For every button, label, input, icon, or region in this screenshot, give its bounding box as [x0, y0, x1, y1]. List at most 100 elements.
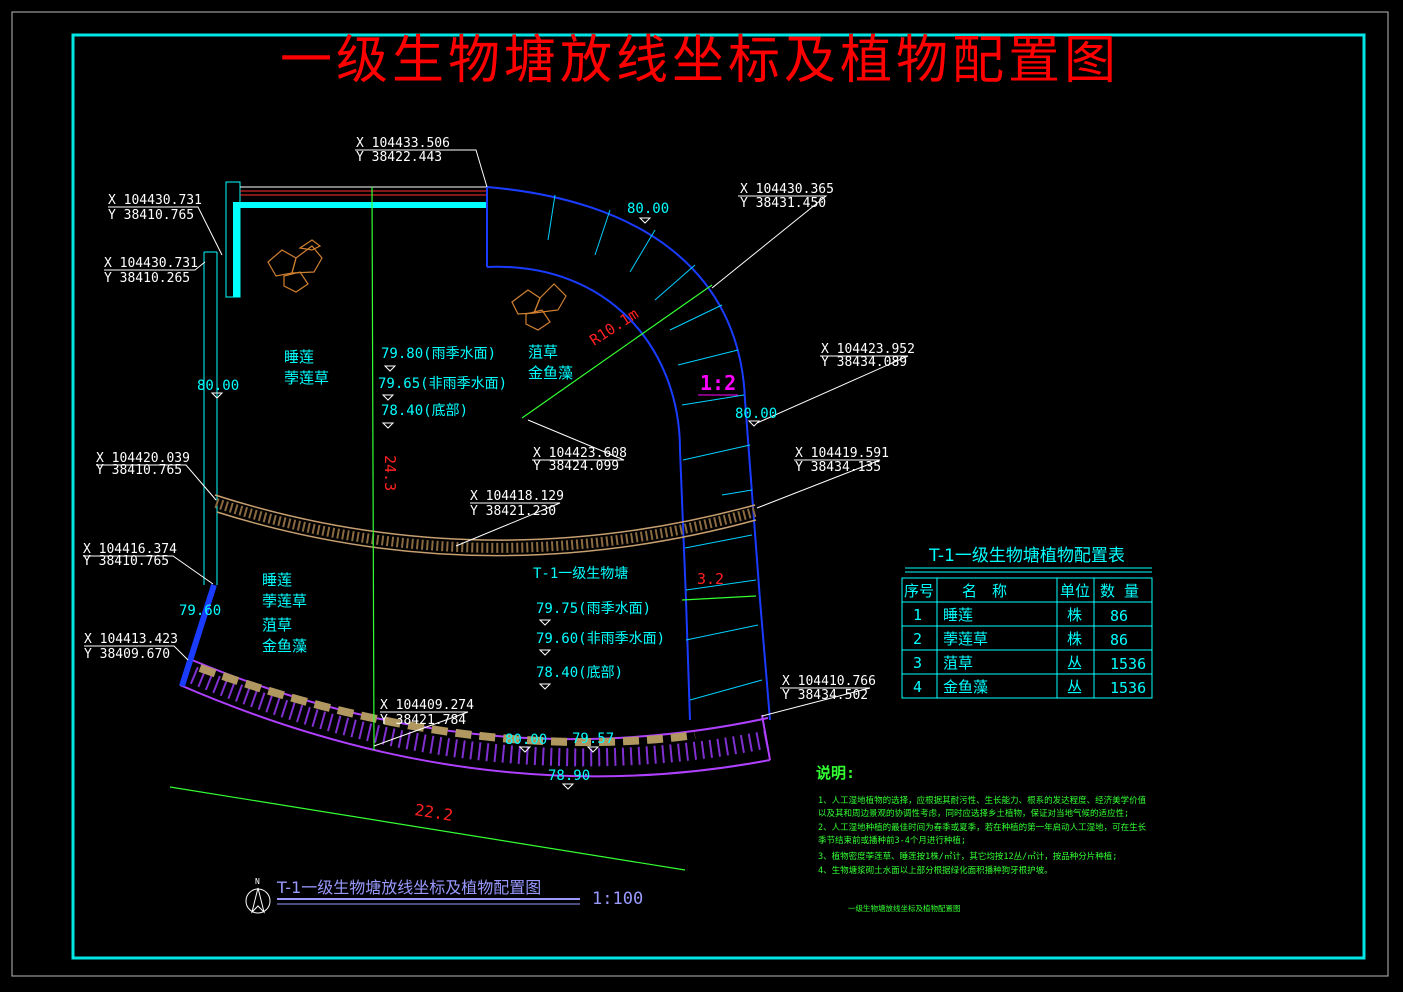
pond-outline	[179, 181, 771, 778]
bottom-curve-outer	[179, 684, 771, 778]
table-cell: 2	[913, 630, 922, 648]
coord-y: Y 38409.670	[84, 647, 170, 662]
notes-block: 说明: 1、人工湿地植物的选择，应根据其耐污性、生长能力、根系的发达程度、经济美…	[816, 764, 1147, 913]
plant-table-text: 序号 名 称 单位 数 量 1 睡莲 株 86 2 荸莲草 株 86 3 菹草 …	[904, 582, 1146, 697]
coord-x: X 104430.731	[108, 193, 202, 208]
coord-x: X 104409.274	[380, 698, 474, 713]
upper-pond-labels: 79.80(雨季水面) 79.65(非雨季水面) 78.40(底部) 睡莲 荸莲…	[284, 343, 573, 419]
lower-plant: 金鱼藻	[262, 637, 307, 655]
elev-bottom-1: 80.00	[505, 732, 547, 748]
coord-x: X 104419.591	[795, 446, 889, 461]
separator-dike-fill	[214, 498, 757, 553]
coord-x: X 104423.952	[821, 342, 915, 357]
elev-bottom-3: 78.90	[548, 768, 590, 784]
vertical-dim-line	[371, 186, 375, 751]
width-dim-line	[681, 595, 757, 601]
coord-x: X 104410.766	[782, 674, 876, 689]
separator-dike-bottom	[216, 511, 757, 557]
caption-title: T-1一级生物塘放线坐标及植物配置图	[276, 878, 541, 897]
rock-cluster-1	[267, 239, 323, 293]
inner-border	[71, 33, 1366, 960]
table-cell: 1536	[1110, 679, 1146, 697]
radius-label: R10.1m	[586, 305, 641, 350]
coord-x: X 104418.129	[470, 489, 564, 504]
lower-pond-name: T-1一级生物塘	[533, 566, 628, 582]
table-cell: 86	[1110, 607, 1128, 625]
upper-dry-level: 79.65(非雨季水面)	[378, 376, 507, 392]
bottom-bench	[198, 664, 696, 747]
slope-label: 1:2	[700, 371, 736, 395]
coord-y: Y 38410.265	[104, 271, 190, 286]
elevation-markers	[210, 217, 761, 790]
upper-plant: 睡莲	[284, 348, 314, 366]
north-letter: N	[255, 877, 260, 886]
table-cell: 丛	[1067, 678, 1082, 696]
upper-plant: 荸莲草	[284, 369, 329, 387]
coord-y: Y 38424.099	[533, 459, 619, 474]
coord-x: X 104433.506	[356, 136, 450, 151]
inner-curve	[486, 265, 691, 721]
upper-plant: 菹草	[528, 343, 558, 361]
bottom-curve-hatch	[182, 663, 771, 767]
lower-wet-level: 79.75(雨季水面)	[536, 601, 651, 617]
coord-x: X 104420.039	[96, 451, 190, 466]
notes-line: 2、人工湿地种植的最佳时间为春季或夏季，若在种植的第一年启动人工湿地，可在生长	[818, 822, 1147, 833]
coord-y: Y 38434.089	[821, 355, 907, 370]
coord-y: Y 38431.450	[740, 196, 826, 211]
table-cell: 1536	[1110, 655, 1146, 673]
upper-plant: 金鱼藻	[528, 364, 573, 382]
coord-y: Y 38421.784	[380, 713, 466, 728]
notes-line: 3、植物密度荸莲草、睡莲按1株/㎡计，其它均按12丛/㎡计，按品种分片种植;	[818, 851, 1117, 862]
notes-line: 以及其和周边景观的协调性考虑，同时应选择乡土植物，保证对当地气候的适应性;	[818, 808, 1129, 819]
plant-table-title: T-1一级生物塘植物配置表	[928, 546, 1125, 566]
table-cell: 金鱼藻	[943, 678, 988, 696]
lower-plant: 睡莲	[262, 571, 292, 589]
notes-footer: 一级生物塘放线坐标及植物配置图	[848, 903, 961, 913]
coord-y: Y 38434.135	[795, 460, 881, 475]
table-cell: 86	[1110, 631, 1128, 649]
lower-plant: 荸莲草	[262, 592, 307, 610]
lower-dry-level: 79.60(非雨季水面)	[536, 631, 665, 647]
coord-x: X 104423.608	[533, 446, 627, 461]
table-cell: 3	[913, 654, 922, 672]
lower-plant: 菹草	[262, 616, 292, 634]
table-header: 数 量	[1100, 582, 1139, 600]
elev-left-low: 79.60	[179, 603, 221, 619]
coord-x: X 104430.365	[740, 182, 834, 197]
table-cell: 1	[913, 606, 922, 624]
base-dim-label: 22.2	[413, 800, 454, 825]
main-title: 一级生物塘放线坐标及植物配置图	[280, 31, 1120, 91]
elev-bottom-2: 79.57	[572, 731, 614, 747]
coord-x: X 104416.374	[83, 542, 177, 557]
coord-y: Y 38422.443	[356, 150, 442, 165]
left-wall-fill	[233, 202, 240, 297]
table-cell: 株	[1067, 606, 1082, 624]
left-low-wall	[179, 584, 217, 687]
lower-pond-labels: T-1一级生物塘 79.75(雨季水面) 79.60(非雨季水面) 78.40(…	[262, 566, 665, 681]
base-dim-line	[169, 786, 686, 871]
coord-y: Y 38410.765	[96, 463, 182, 478]
coord-labels: X 104433.506 Y 38422.443 X 104430.731 Y …	[83, 136, 915, 728]
notes-line: 4、生物塘浆砌土水面以上部分根据绿化面积播种狗牙根护坡。	[818, 865, 1053, 876]
table-header: 序号	[904, 582, 934, 600]
separator-dike-top	[214, 494, 756, 541]
table-cell: 株	[1067, 630, 1082, 648]
notes-heading: 说明:	[816, 764, 855, 782]
upper-bottom-level: 78.40(底部)	[381, 403, 468, 419]
top-wall	[237, 202, 487, 208]
upper-wet-level: 79.80(雨季水面)	[381, 346, 496, 362]
outer-curve	[486, 186, 771, 721]
elevation-labels: 80.00 80.00 80.00 79.60 80.00 79.57 78.9…	[179, 201, 777, 784]
width-dim-label: 3.2	[697, 570, 724, 588]
elev-left: 80.00	[197, 378, 239, 394]
rock-cluster-2	[511, 283, 567, 331]
notes-line: 1、人工湿地植物的选择，应根据其耐污性、生长能力、根系的发达程度、经济美学价值	[818, 795, 1147, 806]
vertical-dim-label: 24.3	[381, 455, 399, 491]
radius-line	[521, 284, 713, 419]
caption-scale: 1:100	[592, 889, 643, 909]
table-header: 名 称	[962, 582, 1007, 600]
slope-hatch	[547, 194, 763, 701]
table-cell: 荸莲草	[943, 630, 988, 648]
lower-bottom-level: 78.40(底部)	[536, 665, 623, 681]
